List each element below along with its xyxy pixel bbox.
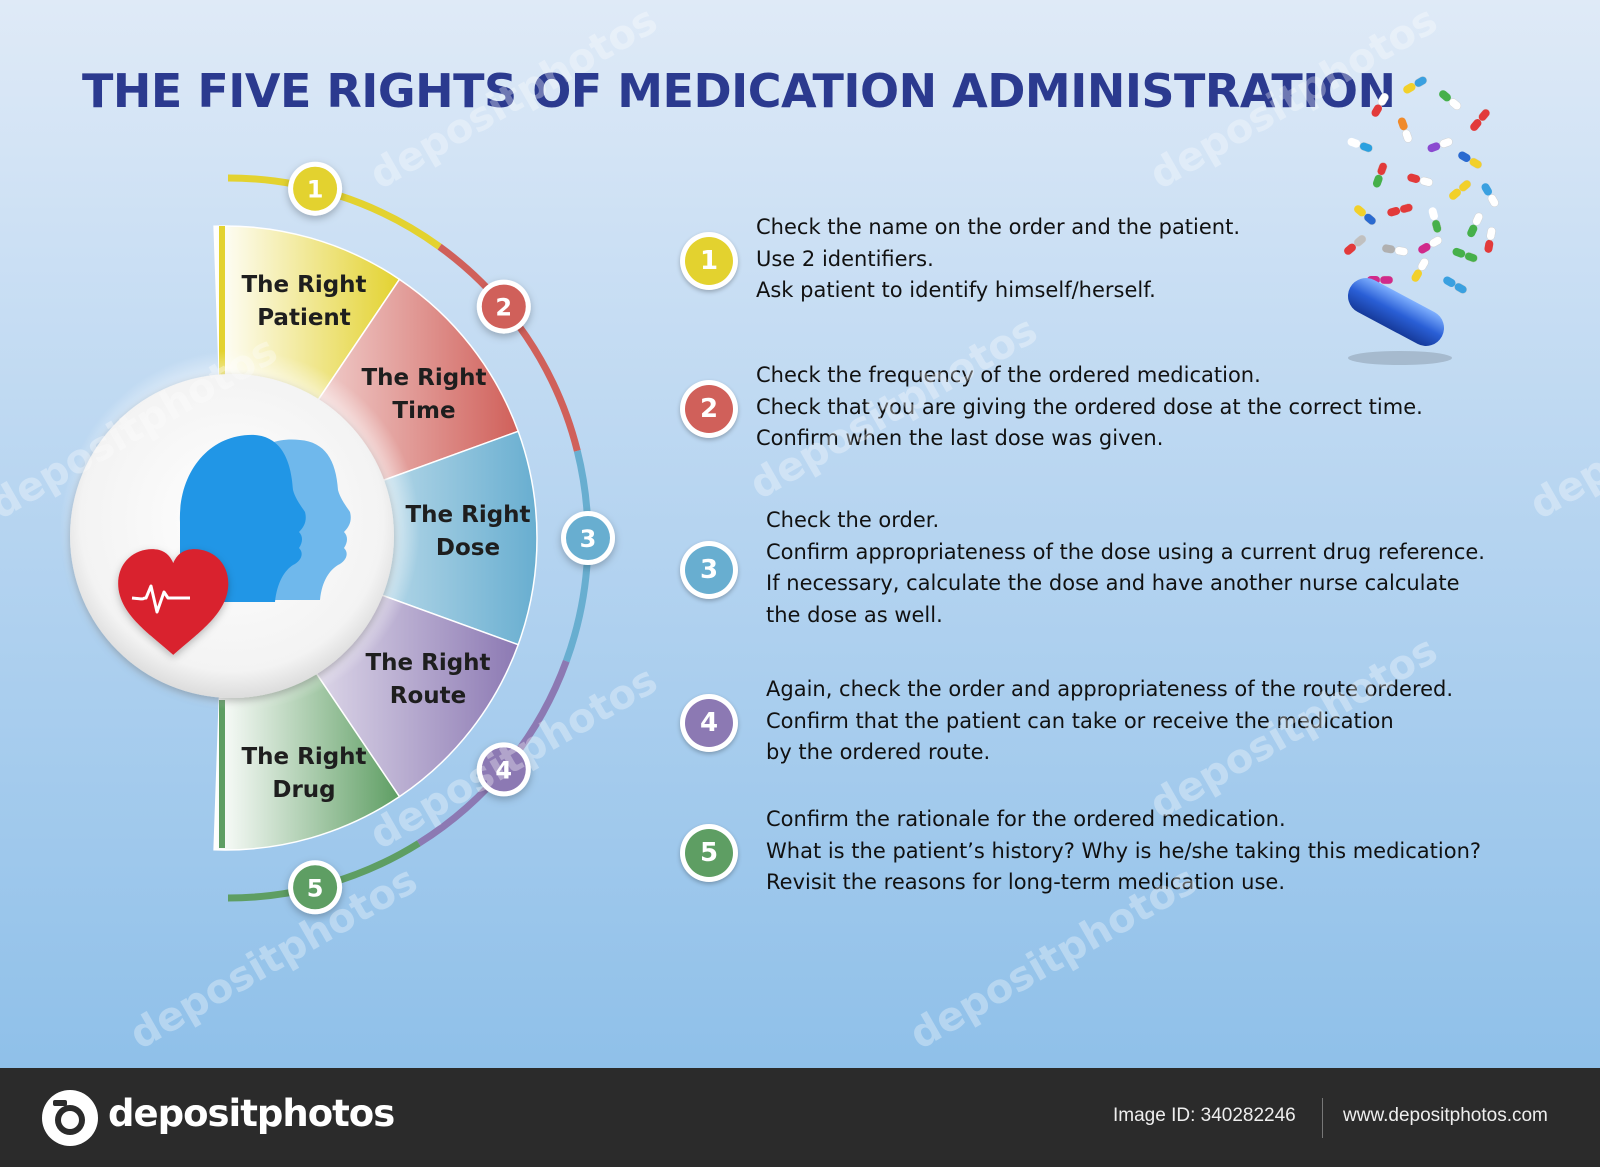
item-number: 2 <box>685 385 733 434</box>
item-number: 5 <box>685 829 733 878</box>
blue-capsule-icon <box>1347 278 1445 346</box>
capsule-icon <box>1452 247 1478 263</box>
segment-label-drug: The Right <box>241 744 366 770</box>
arc-time <box>437 243 581 452</box>
footer-divider <box>1322 1098 1323 1138</box>
arc-badge-3: 3 <box>561 511 615 565</box>
capsule-icon <box>1467 212 1484 238</box>
item-number: 3 <box>685 546 733 594</box>
capsule-icon <box>1347 137 1373 153</box>
item-number-badge: 4 <box>680 694 738 753</box>
capsule-icon <box>1427 137 1453 153</box>
item-text-line: Confirm that the patient can take or rec… <box>766 708 1394 733</box>
capsule-icon <box>1344 235 1367 255</box>
capsule-icon <box>1443 276 1467 294</box>
item-text-line: Check the frequency of the ordered medic… <box>756 363 1261 387</box>
capsule-icon <box>1354 205 1377 225</box>
arc-badge-4: 4 <box>476 742 531 797</box>
item-text: Check the order. Confirm appropriateness … <box>766 505 1485 631</box>
item-text: Confirm the rationale for the ordered me… <box>766 804 1481 899</box>
capsule-icon <box>1411 258 1429 282</box>
item-text-line: Check the name on the order and the pati… <box>756 215 1241 239</box>
item-text-line: Confirm the rationale for the ordered me… <box>766 807 1286 831</box>
page-title: THE FIVE RIGHTS OF MEDICATION ADMINISTRA… <box>82 64 1396 118</box>
footer-url: www.depositphotos.com <box>1343 1105 1548 1126</box>
item-text-line: by the ordered route. <box>766 740 991 764</box>
item-text: Check the name on the order and the pati… <box>756 212 1240 307</box>
svg-text:4: 4 <box>495 756 512 784</box>
capsule-icon <box>1418 236 1442 254</box>
item-number-badge: 2 <box>680 380 738 439</box>
image-id: Image ID: 340282246 <box>1113 1105 1296 1126</box>
capsule-icon <box>1449 180 1472 200</box>
capsule-icon <box>1428 207 1442 233</box>
item-text-line: Check the order. <box>766 508 940 532</box>
segment-label-dose: Dose <box>436 535 500 561</box>
item-text-line: Check that you are giving the ordered do… <box>756 394 1423 419</box>
patient-edge-strip <box>219 226 225 376</box>
capsule-icon <box>1387 203 1413 217</box>
item-text-line: Confirm when the last dose was given. <box>756 426 1164 450</box>
svg-text:1: 1 <box>307 176 324 204</box>
item-text-line: Use 2 identifiers. <box>756 246 934 271</box>
capsule-icon <box>1397 117 1413 143</box>
svg-text:2: 2 <box>495 294 512 322</box>
capsule-icon <box>1372 162 1388 188</box>
item-text-line: Again, check the order and appropriatene… <box>766 677 1454 701</box>
item-number-badge: 1 <box>680 232 738 291</box>
item-text-line: What is the patient’s history? Why is he… <box>766 838 1482 863</box>
arc-badge-1: 1 <box>288 161 343 216</box>
capsule-icon <box>1470 108 1490 131</box>
segment-label-route: Route <box>390 683 466 709</box>
capsule-icon <box>1371 93 1389 117</box>
item-number-badge: 3 <box>680 541 738 599</box>
item-number-badge: 5 <box>680 824 738 883</box>
segment-label-patient: Patient <box>257 305 351 331</box>
segment-label-patient: The Right <box>241 272 366 298</box>
capsule-icon <box>1481 183 1499 207</box>
capsule-icon <box>1382 244 1409 256</box>
item-text-line: If necessary, calculate the dose and hav… <box>766 571 1460 595</box>
arc-number-badges: 1 2 3 4 5 <box>288 161 615 915</box>
item-text-line: Revisit the reasons for long-term medica… <box>766 870 1286 894</box>
footer-brand: depositphotos <box>108 1092 395 1135</box>
svg-text:3: 3 <box>580 525 597 553</box>
item-text-line: Confirm appropriateness of the dose usin… <box>766 539 1485 564</box>
item-text: Check the frequency of the ordered medic… <box>756 360 1423 455</box>
drug-edge-strip <box>219 700 225 848</box>
capsule-icon <box>1439 90 1462 110</box>
capsule-shadow <box>1348 351 1452 365</box>
footer-bar: depositphotos Image ID: 340282246 www.de… <box>0 1068 1600 1167</box>
capsule-icon <box>1407 173 1433 187</box>
segment-label-route: The Right <box>365 650 490 676</box>
capsule-icon <box>1484 226 1496 253</box>
capsule-icon <box>1458 151 1482 169</box>
camera-logo-icon <box>42 1090 98 1146</box>
segment-label-drug: Drug <box>272 777 335 803</box>
item-text: Again, check the order and appropriatene… <box>766 674 1453 769</box>
heart-icon <box>118 549 229 655</box>
arc-badge-5: 5 <box>288 860 343 915</box>
svg-text:5: 5 <box>307 874 324 902</box>
item-number: 4 <box>685 699 733 748</box>
segment-label-time: Time <box>392 398 455 424</box>
arc-badge-2: 2 <box>476 279 531 334</box>
segment-label-dose: The Right <box>405 502 530 528</box>
capsule-icon <box>1403 76 1427 94</box>
item-text-line: Ask patient to identify himself/herself. <box>756 278 1156 302</box>
capsules-illustration <box>1344 76 1499 365</box>
infographic-canvas: THE FIVE RIGHTS OF MEDICATION ADMINISTRA… <box>0 0 1600 1068</box>
item-text-line: the dose as well. <box>766 602 943 627</box>
segment-label-time: The Right <box>361 365 486 391</box>
item-number: 1 <box>685 237 733 286</box>
